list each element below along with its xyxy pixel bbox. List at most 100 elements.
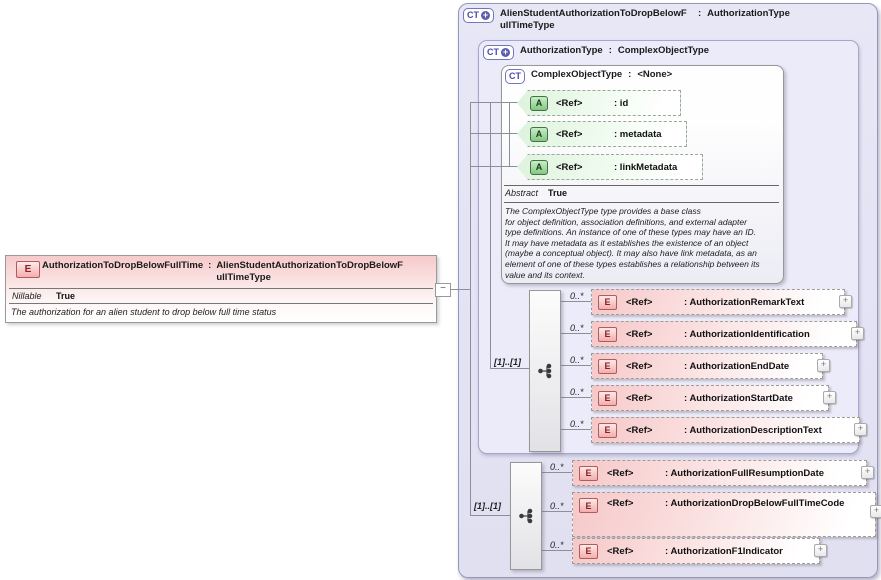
complex-type-badge-label: CT — [467, 10, 479, 20]
element-title: AuthorizationToDropBelowFullTime : Alien… — [42, 260, 408, 283]
element-row-authorization-description-text[interactable]: E <Ref> : AuthorizationDescriptionText — [591, 417, 860, 443]
occurs-label: 0..* — [570, 323, 584, 333]
complex-type-badge: CT — [505, 69, 525, 84]
group1-branch-line — [490, 368, 530, 369]
element-row-authorization-f1-indicator[interactable]: E <Ref> : AuthorizationF1Indicator — [572, 538, 820, 564]
expand-toggle[interactable]: + — [814, 544, 827, 557]
element-stub — [559, 301, 591, 302]
outer-type-name: AlienStudentAuthorizationToDropBelowFull… — [500, 8, 687, 31]
abstract-label: Abstract — [505, 188, 539, 198]
connector-trunk-outer — [470, 102, 471, 516]
element-node-authorization-to-drop-below-full-time[interactable]: E AuthorizationToDropBelowFullTime : Ali… — [5, 255, 437, 323]
nillable-value: True — [56, 291, 76, 301]
element-stub — [559, 397, 591, 398]
outer-type-title: CT + AlienStudentAuthorizationToDropBelo… — [463, 8, 863, 31]
element-row-authorization-end-date[interactable]: E <Ref> : AuthorizationEndDate — [591, 353, 823, 379]
expand-toggle[interactable]: + — [823, 391, 836, 404]
element-ref: <Ref> — [626, 392, 653, 404]
attribute-stub-link-metadata — [470, 166, 520, 167]
attribute-row-metadata[interactable]: A <Ref> : metadata — [517, 121, 687, 147]
occurs-label: 0..* — [550, 501, 564, 511]
occurs-label: 0..* — [570, 419, 584, 429]
element-name: : AuthorizationEndDate — [684, 360, 790, 372]
sequence-group-1[interactable] — [529, 290, 561, 452]
element-name: : AuthorizationDropBelowFullTimeCode — [665, 498, 845, 509]
element-name: : AuthorizationFullResumptionDate — [665, 467, 825, 479]
divider — [9, 303, 433, 304]
expand-toggle[interactable]: + — [854, 423, 867, 436]
collapse-toggle[interactable]: − — [435, 283, 451, 297]
expand-toggle[interactable]: + — [817, 359, 830, 372]
attribute-badge: A — [530, 126, 548, 142]
divider — [504, 202, 779, 203]
authorization-type-name: AuthorizationType — [520, 45, 603, 56]
divider — [9, 288, 433, 289]
attribute-ref: <Ref> — [556, 161, 583, 173]
occurs-label: 0..* — [570, 387, 584, 397]
attribute-ref: <Ref> — [556, 128, 583, 140]
element-badge: E — [598, 390, 617, 406]
group2-cardinality: [1]..[1] — [474, 501, 501, 511]
element-row-authorization-start-date[interactable]: E <Ref> : AuthorizationStartDate — [591, 385, 829, 411]
element-stub — [559, 333, 591, 334]
occurs-label: 0..* — [570, 355, 584, 365]
element-badge: E — [598, 422, 617, 438]
element-name: : AuthorizationDescriptionText — [684, 424, 822, 436]
expand-toggle[interactable]: + — [861, 466, 874, 479]
expand-toggle[interactable]: + — [870, 505, 881, 518]
group2-branch-line — [470, 515, 511, 516]
type-separator: : — [698, 8, 702, 19]
element-badge: E — [16, 261, 40, 278]
element-badge: E — [579, 498, 598, 513]
attribute-stub-id — [470, 102, 520, 103]
element-stub — [559, 429, 591, 430]
element-stub — [540, 550, 572, 551]
attribute-row-id[interactable]: A <Ref> : id — [517, 90, 681, 116]
attribute-connector-trunk — [509, 102, 510, 167]
model-group-icon — [519, 508, 533, 524]
element-row-authorization-drop-below-full-time-code[interactable]: E <Ref> : AuthorizationDropBelowFullTime… — [572, 492, 876, 537]
element-name: : AuthorizationF1Indicator — [665, 545, 783, 557]
expand-toggle[interactable]: + — [851, 327, 864, 340]
element-name: AuthorizationToDropBelowFullTime — [42, 260, 204, 271]
complex-object-type-base: <None> — [637, 69, 673, 80]
outer-type-base: AuthorizationType — [707, 8, 790, 19]
occurs-label: 0..* — [550, 462, 564, 472]
abstract-value: True — [548, 188, 568, 198]
complex-object-type-name: ComplexObjectType — [531, 69, 623, 80]
element-badge: E — [579, 465, 598, 481]
group1-cardinality: [1]..[1] — [494, 357, 521, 367]
divider — [504, 185, 779, 186]
complex-type-badge: CT + — [463, 8, 494, 23]
complex-type-badge-label: CT — [487, 47, 499, 57]
attribute-row-link-metadata[interactable]: A <Ref> : linkMetadata — [517, 154, 703, 180]
model-group-icon — [538, 363, 552, 379]
element-row-authorization-remark-text[interactable]: E <Ref> : AuthorizationRemarkText — [591, 289, 845, 315]
connector-trunk-inner — [490, 102, 491, 369]
attribute-name: : linkMetadata — [614, 161, 678, 173]
element-name: : AuthorizationIdentification — [684, 328, 810, 340]
element-badge: E — [598, 294, 617, 310]
attribute-badge: A — [530, 95, 548, 111]
connector-line — [449, 289, 470, 290]
sequence-group-2[interactable] — [510, 462, 542, 570]
expand-toggle[interactable]: + — [839, 295, 852, 308]
type-separator: : — [628, 69, 632, 80]
attribute-badge: A — [530, 159, 548, 175]
attribute-name: : id — [614, 97, 629, 109]
element-ref: <Ref> — [626, 360, 653, 372]
element-row-authorization-full-resumption-date[interactable]: E <Ref> : AuthorizationFullResumptionDat… — [572, 460, 867, 486]
element-stub — [559, 365, 591, 366]
complex-type-badge-label: CT — [509, 71, 521, 81]
attribute-name: : metadata — [614, 128, 662, 140]
nillable-label: Nillable — [12, 291, 42, 301]
authorization-type-title: CT + AuthorizationType : ComplexObjectTy… — [483, 45, 709, 60]
element-badge: E — [598, 358, 617, 374]
type-separator: : — [208, 260, 212, 271]
element-ref: <Ref> — [626, 328, 653, 340]
element-row-authorization-identification[interactable]: E <Ref> : AuthorizationIdentification — [591, 321, 857, 347]
element-stub — [540, 472, 572, 473]
complex-object-type-title: CT ComplexObjectType : <None> — [505, 69, 672, 84]
complex-object-type-documentation: The ComplexObjectType type provides a ba… — [505, 206, 760, 280]
